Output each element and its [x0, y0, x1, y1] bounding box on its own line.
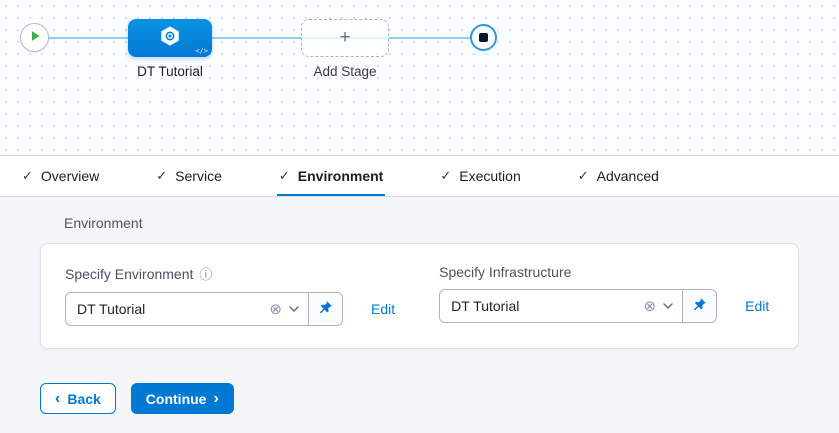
clear-icon[interactable]: ⊗ — [269, 301, 282, 318]
environment-select-value: DT Tutorial — [77, 301, 146, 317]
tab-label: Environment — [297, 168, 384, 184]
check-icon: ✓ — [440, 168, 452, 183]
stage-node-dt-tutorial[interactable]: </> — [128, 19, 212, 57]
deploy-stage-hexagon-icon — [159, 25, 181, 52]
chevron-left-icon: ‹ — [55, 389, 61, 407]
environment-panel: Environment Specify Environment ⓘ DT Tut… — [0, 197, 839, 433]
add-stage-button[interactable]: + — [301, 19, 389, 57]
play-icon — [28, 29, 41, 47]
environment-field-label: Specify Environment — [65, 265, 194, 282]
tab-overview[interactable]: ✓ Overview — [22, 156, 99, 196]
back-button[interactable]: ‹ Back — [40, 383, 116, 414]
pin-icon — [318, 300, 333, 318]
infrastructure-edit-link[interactable]: Edit — [745, 298, 770, 314]
pipeline-canvas: </> DT Tutorial + Add Stage — [0, 0, 839, 155]
infrastructure-select-group: DT Tutorial ⊗ — [439, 289, 718, 323]
pin-icon — [692, 297, 707, 315]
code-icon: </> — [195, 47, 208, 55]
check-icon: ✓ — [156, 168, 168, 183]
pipeline-start-node — [20, 23, 49, 52]
tab-label: Service — [175, 168, 222, 184]
pipeline-connector-line — [34, 37, 484, 39]
add-stage-label: Add Stage — [313, 64, 377, 79]
environment-field: Specify Environment ⓘ DT Tutorial ⊗ — [65, 264, 395, 326]
stage-tab-bar: ✓ Overview ✓ Service ✓ Environment ✓ Exe… — [0, 155, 839, 197]
tab-advanced[interactable]: ✓ Advanced — [578, 156, 659, 196]
environment-select-group: DT Tutorial ⊗ — [65, 292, 343, 326]
tab-label: Advanced — [596, 168, 659, 184]
footer-navigation: ‹ Back Continue › — [40, 383, 799, 414]
stop-icon — [479, 33, 488, 42]
environment-select[interactable]: DT Tutorial ⊗ — [66, 293, 308, 325]
info-icon[interactable]: ⓘ — [199, 267, 213, 282]
infrastructure-pin-button[interactable] — [682, 290, 717, 322]
environment-edit-link[interactable]: Edit — [371, 301, 396, 317]
clear-icon[interactable]: ⊗ — [643, 298, 657, 315]
continue-button[interactable]: Continue › — [130, 383, 234, 414]
infrastructure-select-value: DT Tutorial — [451, 298, 520, 314]
stage-node-label: DT Tutorial — [137, 64, 203, 79]
infrastructure-select[interactable]: DT Tutorial ⊗ — [440, 290, 682, 322]
plus-icon: + — [339, 27, 351, 48]
environment-pin-button[interactable] — [308, 293, 342, 325]
tab-label: Overview — [40, 168, 100, 184]
chevron-down-icon — [663, 303, 673, 309]
section-title: Environment — [64, 215, 143, 231]
chevron-down-icon — [289, 306, 299, 312]
pipeline-end-node — [470, 24, 497, 51]
back-button-label: Back — [67, 390, 101, 407]
infrastructure-field: Specify Infrastructure DT Tutorial ⊗ — [439, 264, 769, 323]
tab-service[interactable]: ✓ Service — [156, 156, 222, 196]
continue-button-label: Continue — [145, 390, 207, 407]
check-icon: ✓ — [22, 168, 33, 183]
check-icon: ✓ — [577, 168, 589, 183]
infrastructure-field-label: Specify Infrastructure — [439, 264, 572, 280]
environment-card: Specify Environment ⓘ DT Tutorial ⊗ — [40, 243, 799, 349]
chevron-right-icon: › — [213, 389, 219, 407]
tab-execution[interactable]: ✓ Execution — [440, 156, 520, 196]
tab-environment[interactable]: ✓ Environment — [276, 156, 386, 196]
tab-label: Execution — [459, 168, 521, 184]
check-icon: ✓ — [278, 168, 290, 183]
